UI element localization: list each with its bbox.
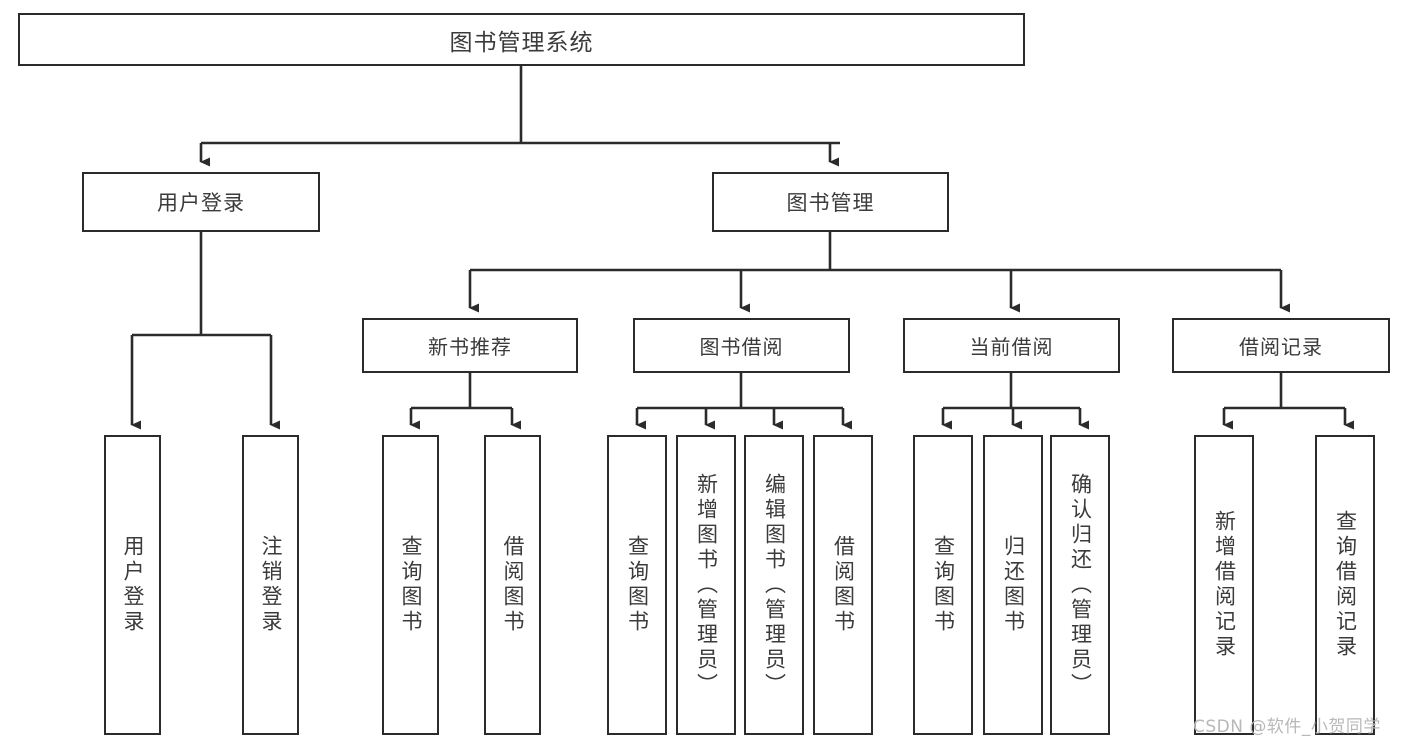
node-root[interactable]: 图书管理系统: [18, 13, 1025, 66]
node-borrow-record-label: 借阅记录: [1239, 335, 1323, 359]
node-leaf-borrow-book-bb[interactable]: 借阅图书: [813, 435, 873, 735]
node-leaf-confirm-return-label: 确认归还（管理员）: [1068, 472, 1093, 698]
node-new-book-rec[interactable]: 新书推荐: [362, 318, 578, 373]
node-leaf-borrow-book-bb-label: 借阅图书: [831, 535, 856, 635]
node-book-borrow-label: 图书借阅: [699, 335, 784, 359]
node-leaf-logout[interactable]: 注销登录: [242, 435, 299, 735]
node-leaf-query-book-bb-label: 查询图书: [625, 535, 650, 635]
node-leaf-query-book-rec[interactable]: 查询图书: [382, 435, 439, 735]
node-book-manage-label: 图书管理: [786, 191, 875, 215]
node-user-login-label: 用户登录: [157, 191, 245, 215]
node-leaf-user-login-label: 用户登录: [121, 535, 145, 635]
node-leaf-user-login[interactable]: 用户登录: [104, 435, 161, 735]
node-root-label: 图书管理系统: [449, 29, 594, 56]
node-leaf-query-book-bb[interactable]: 查询图书: [607, 435, 667, 735]
node-leaf-query-record-label: 查询借阅记录: [1333, 510, 1358, 660]
node-leaf-add-record-label: 新增借阅记录: [1212, 510, 1237, 660]
node-leaf-borrow-book-rec-label: 借阅图书: [501, 535, 525, 635]
node-leaf-return-book-label: 归还图书: [1001, 535, 1026, 635]
node-leaf-return-book[interactable]: 归还图书: [983, 435, 1043, 735]
node-leaf-add-book-label: 新增图书（管理员）: [694, 472, 719, 698]
node-new-book-rec-label: 新书推荐: [428, 335, 512, 359]
node-leaf-query-record[interactable]: 查询借阅记录: [1315, 435, 1375, 735]
node-leaf-query-book-cb[interactable]: 查询图书: [913, 435, 973, 735]
node-current-borrow[interactable]: 当前借阅: [903, 318, 1120, 373]
node-leaf-add-book[interactable]: 新增图书（管理员）: [676, 435, 736, 735]
node-leaf-add-record[interactable]: 新增借阅记录: [1194, 435, 1254, 735]
node-leaf-edit-book-label: 编辑图书（管理员）: [762, 472, 787, 698]
watermark: CSDN @软件_小贺同学: [1193, 717, 1381, 737]
node-book-borrow[interactable]: 图书借阅: [633, 318, 850, 373]
node-leaf-logout-label: 注销登录: [259, 535, 283, 635]
node-current-borrow-label: 当前借阅: [969, 335, 1054, 359]
node-leaf-edit-book[interactable]: 编辑图书（管理员）: [744, 435, 804, 735]
node-user-login[interactable]: 用户登录: [82, 172, 320, 232]
node-book-manage[interactable]: 图书管理: [712, 172, 949, 232]
node-leaf-borrow-book-rec[interactable]: 借阅图书: [484, 435, 541, 735]
node-leaf-query-book-cb-label: 查询图书: [931, 535, 956, 635]
node-leaf-confirm-return[interactable]: 确认归还（管理员）: [1050, 435, 1110, 735]
node-leaf-query-book-rec-label: 查询图书: [399, 535, 423, 635]
node-borrow-record[interactable]: 借阅记录: [1172, 318, 1390, 373]
